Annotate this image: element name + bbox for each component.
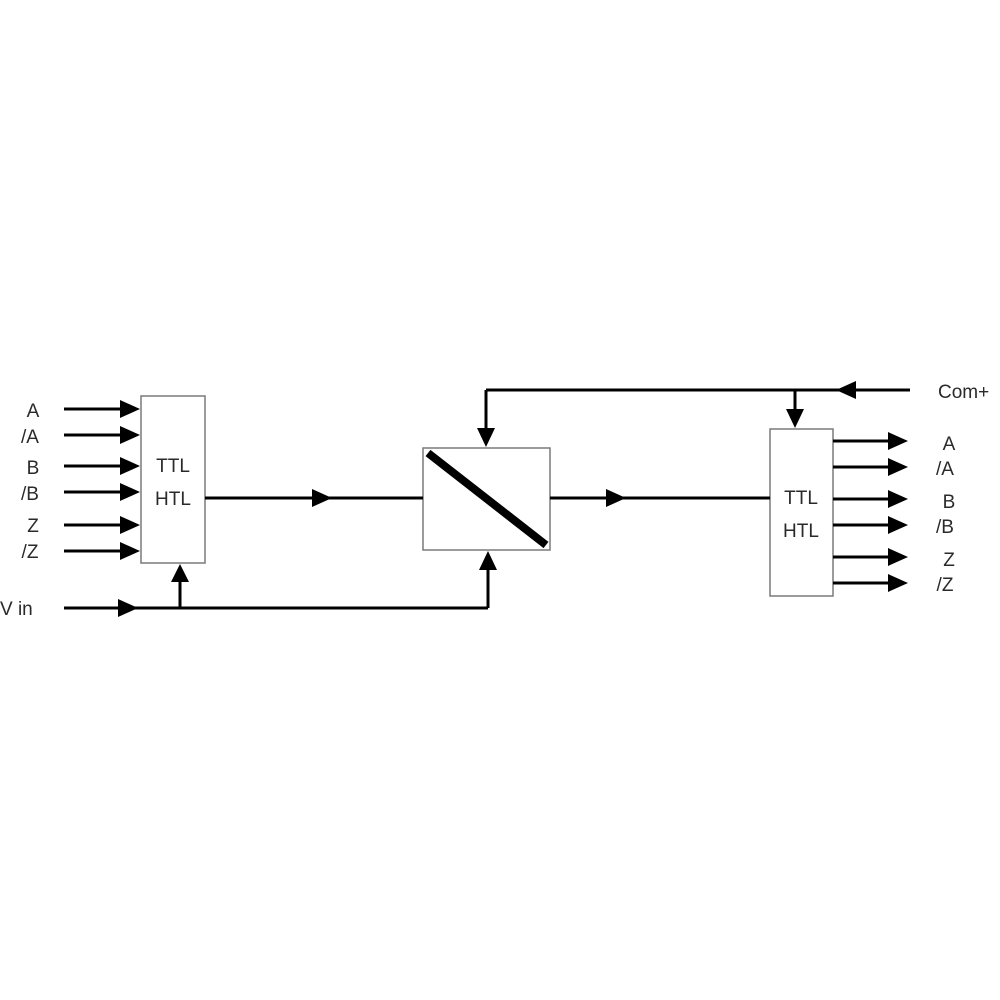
input-arrowhead-b [120, 457, 140, 475]
input-label-z-inverted: /Z [22, 542, 39, 563]
left-converter-label-1: TTL [156, 456, 190, 477]
output-arrows [833, 432, 908, 592]
supply-in-label: V in [0, 599, 33, 620]
output-label-z-inverted: /Z [937, 575, 954, 596]
output-arrowhead-b-inverted [888, 516, 908, 534]
input-arrowhead-a [120, 400, 140, 418]
supply-arrowhead-isolation [479, 551, 497, 570]
output-arrowhead-a-inverted [888, 458, 908, 476]
common-label: Com+ [938, 382, 989, 403]
output-arrowhead-b [888, 490, 908, 508]
supply-arrowhead [118, 599, 138, 617]
input-arrows [64, 400, 140, 560]
output-label-a-inverted: /A [936, 459, 954, 480]
input-arrowhead-b-inverted [120, 483, 140, 501]
right-converter-box [769, 428, 834, 597]
common-arrowhead-isolation [477, 428, 495, 447]
input-label-z: Z [27, 516, 39, 537]
signal-arrowhead-1 [312, 489, 332, 507]
left-converter-label-2: HTL [155, 489, 191, 510]
input-arrowhead-a-inverted [120, 426, 140, 444]
signal-arrowhead-2 [606, 489, 626, 507]
input-label-a: A [27, 401, 40, 422]
supply-arrowhead-left-converter [171, 564, 189, 582]
output-arrowhead-z-inverted [888, 574, 908, 592]
output-label-b-inverted: /B [936, 517, 954, 538]
output-label-b: B [943, 492, 956, 513]
input-label-b-inverted: /B [21, 484, 39, 505]
input-label-b: B [27, 458, 40, 479]
input-arrowhead-z-inverted [120, 542, 140, 560]
isolation-diagonal-icon [425, 449, 549, 549]
output-label-a: A [943, 434, 956, 455]
common-arrowhead-right-converter [786, 409, 804, 428]
right-converter-label-1: TTL [784, 488, 818, 509]
output-label-z: Z [943, 550, 955, 571]
right-converter-label-2: HTL [783, 521, 819, 542]
output-arrowhead-z [888, 548, 908, 566]
output-arrowhead-a [888, 432, 908, 450]
left-converter-box [140, 395, 206, 564]
common-arrowhead [836, 381, 856, 399]
input-label-a-inverted: /A [21, 427, 39, 448]
input-arrowhead-z [120, 516, 140, 534]
